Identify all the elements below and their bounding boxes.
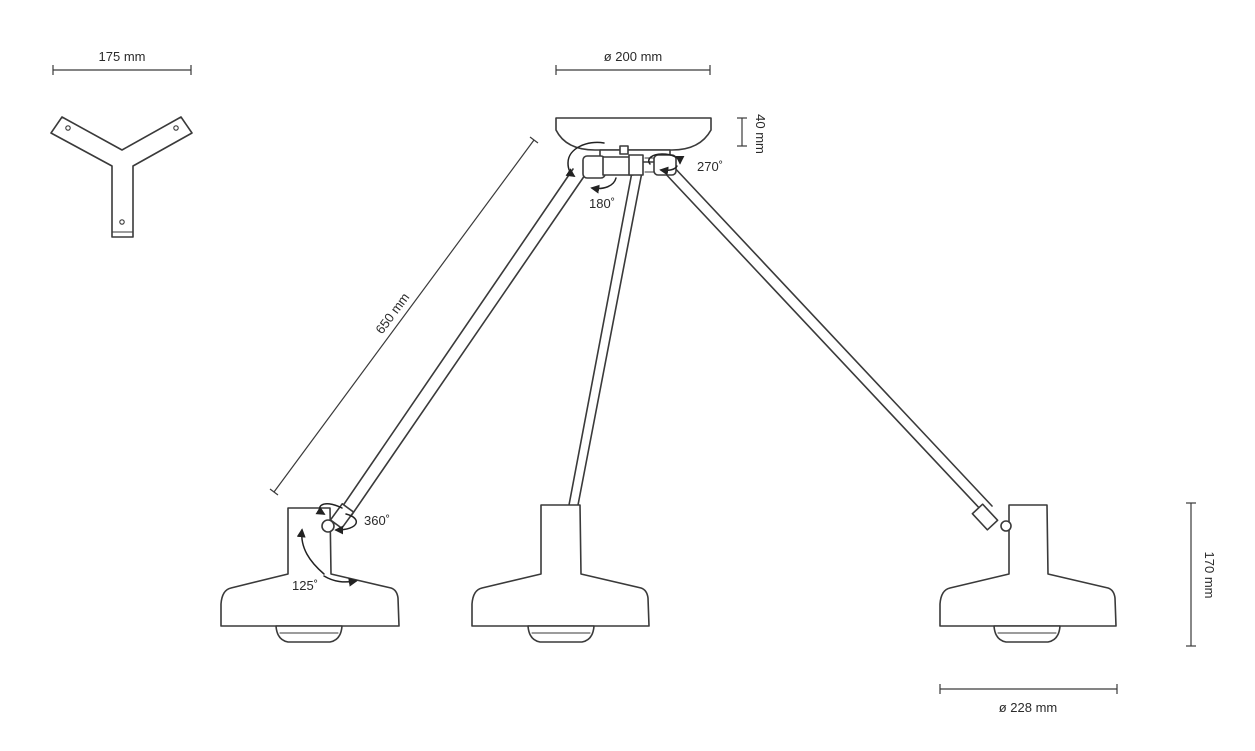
shade-diameter-dimension: ø 228 mm: [939, 684, 1118, 715]
center-arm: [568, 171, 643, 506]
left-shade: [220, 502, 400, 643]
shade-height-label: 170 mm: [1202, 552, 1217, 599]
bracket-width-dimension: 175 mm: [52, 49, 192, 75]
right-arm: [661, 164, 999, 531]
shade-diameter-label: ø 228 mm: [999, 700, 1058, 715]
angle-360-label: 360˚: [364, 513, 390, 528]
left-shade-arrows: [296, 503, 358, 587]
angle-125-label: 125˚: [292, 578, 318, 593]
right-shade: [939, 504, 1117, 643]
ceiling-canopy: [555, 117, 712, 151]
left-arm: [339, 168, 586, 517]
canopy-height-label: 40 mm: [753, 114, 768, 154]
bracket-width-label: 175 mm: [99, 49, 146, 64]
canopy-diameter-label: ø 200 mm: [604, 49, 663, 64]
canopy-height-dimension: 40 mm: [737, 114, 768, 154]
canopy-rotation-arrows: [565, 141, 685, 194]
joint-cluster: [582, 145, 677, 179]
angle-270-label: 270˚: [697, 159, 723, 174]
center-shade: [471, 504, 650, 643]
angle-180-label: 180˚: [589, 196, 615, 211]
arm-length-dimension: 650 mm: [269, 136, 539, 496]
shade-height-dimension: 170 mm: [1186, 502, 1217, 647]
y-bracket: [50, 116, 193, 238]
canopy-diameter-dimension: ø 200 mm: [555, 49, 711, 75]
